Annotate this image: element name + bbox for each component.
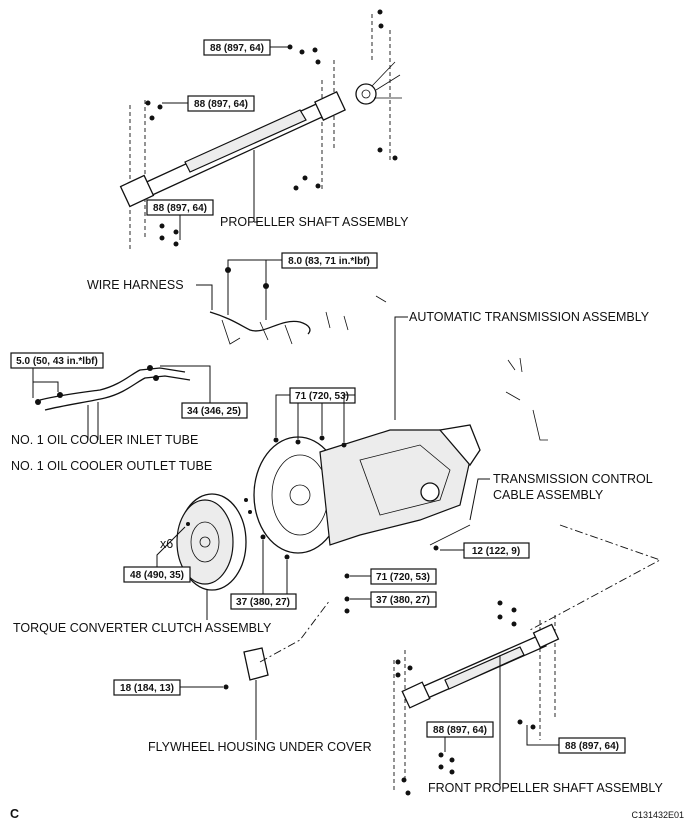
svg-text:5.0 (50, 43 in.*lbf): 5.0 (50, 43 in.*lbf)	[16, 356, 98, 367]
svg-text:12 (122, 9): 12 (122, 9)	[472, 546, 520, 557]
front-propeller-shaft-drawing	[393, 524, 662, 796]
svg-text:88 (897, 64): 88 (897, 64)	[433, 725, 487, 736]
torque-box-cooler-left: 5.0 (50, 43 in.*lbf)	[10, 352, 104, 398]
label-flywheel-cover: FLYWHEEL HOUSING UNDER COVER	[148, 740, 372, 754]
label-transmission-control-1: TRANSMISSION CONTROL	[493, 472, 653, 486]
torque-box-wire-harness: 8.0 (83, 71 in.*lbf)	[227, 252, 378, 283]
flywheel-cover-drawing	[223, 599, 331, 690]
svg-text:37 (380, 27): 37 (380, 27)	[236, 597, 290, 608]
label-transmission-control-2: CABLE ASSEMBLY	[493, 488, 604, 502]
svg-text:71 (720, 53): 71 (720, 53)	[295, 391, 349, 402]
torque-box-trans-top: 71 (720, 53)	[275, 387, 356, 442]
torque-box-housing-lower: 37 (380, 27)	[230, 534, 297, 610]
label-automatic-transmission: AUTOMATIC TRANSMISSION ASSEMBLY	[409, 310, 650, 324]
figure-id: C131432E01	[631, 810, 684, 820]
transmission-drawing	[253, 357, 548, 554]
oil-cooler-tubes-drawing	[35, 365, 191, 411]
torque-box-top-upper: 88 (897, 64)	[203, 39, 288, 56]
svg-text:88 (897, 64): 88 (897, 64)	[210, 43, 264, 54]
quantity-x6: x6	[160, 537, 173, 551]
svg-text:88 (897, 64): 88 (897, 64)	[153, 203, 207, 214]
torque-converter-drawing	[176, 493, 252, 591]
torque-box-top-lower: 88 (897, 64)	[146, 199, 214, 240]
torque-box-top-middle: 88 (897, 64)	[162, 95, 255, 112]
torque-box-cooler-right: 34 (346, 25)	[160, 365, 248, 419]
svg-text:71 (720, 53): 71 (720, 53)	[376, 572, 430, 583]
label-front-propeller-shaft: FRONT PROPELLER SHAFT ASSEMBLY	[428, 781, 663, 795]
corner-letter: C	[10, 807, 19, 821]
svg-text:48 (490, 35): 48 (490, 35)	[130, 570, 184, 581]
label-oil-cooler-outlet: NO. 1 OIL COOLER OUTLET TUBE	[11, 459, 212, 473]
torque-box-right-71: 71 (720, 53)	[344, 568, 437, 585]
torque-box-right-37: 37 (380, 27)	[344, 591, 437, 614]
torque-box-front-right: 88 (897, 64)	[526, 725, 626, 754]
svg-text:88 (897, 64): 88 (897, 64)	[194, 99, 248, 110]
svg-text:34 (346, 25): 34 (346, 25)	[187, 406, 241, 417]
torque-box-converter: 48 (490, 35)	[123, 526, 191, 583]
svg-text:88 (897, 64): 88 (897, 64)	[565, 741, 619, 752]
label-propeller-shaft: PROPELLER SHAFT ASSEMBLY	[220, 215, 409, 229]
label-wire-harness: WIRE HARNESS	[87, 278, 184, 292]
torque-box-cover-bolt: 18 (184, 13)	[113, 679, 223, 696]
svg-text:8.0 (83, 71 in.*lbf): 8.0 (83, 71 in.*lbf)	[288, 256, 370, 267]
label-torque-converter: TORQUE CONVERTER CLUTCH ASSEMBLY	[13, 621, 272, 635]
wire-harness-drawing	[209, 267, 387, 345]
svg-text:18 (184, 13): 18 (184, 13)	[120, 683, 174, 694]
torque-box-control-cable: 12 (122, 9)	[440, 542, 530, 559]
propeller-shaft-drawing	[119, 9, 402, 250]
label-oil-cooler-inlet: NO. 1 OIL COOLER INLET TUBE	[11, 433, 198, 447]
svg-text:37 (380, 27): 37 (380, 27)	[376, 595, 430, 606]
torque-box-front-left: 88 (897, 64)	[426, 721, 494, 752]
